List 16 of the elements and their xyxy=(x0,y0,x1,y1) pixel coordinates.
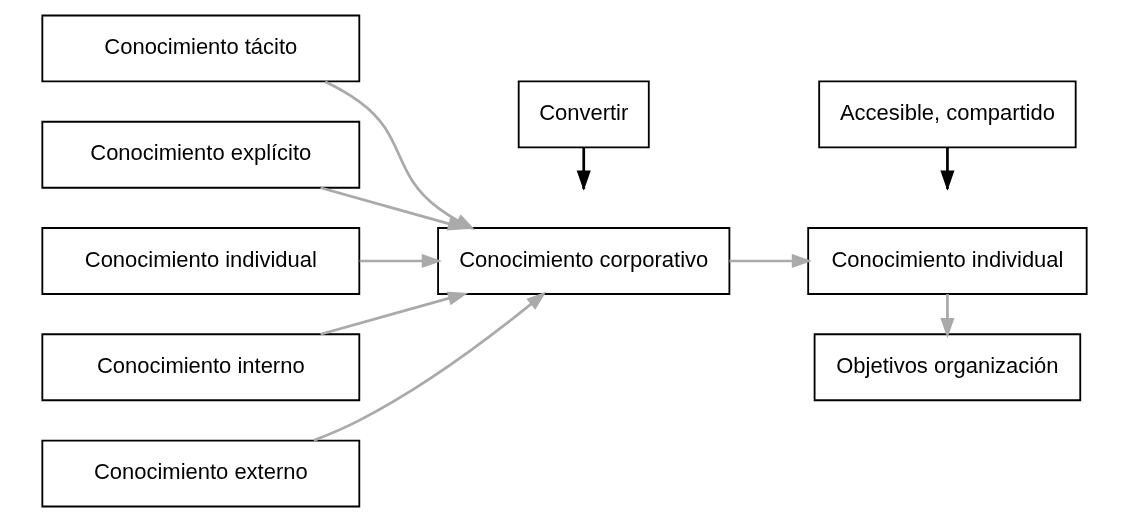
arrow xyxy=(319,291,468,336)
node-box: Conocimiento individual xyxy=(806,227,1088,295)
arrow xyxy=(312,291,546,442)
node-box: Objetivos organización xyxy=(813,333,1081,402)
node-box: Convertir xyxy=(517,80,650,149)
arrow xyxy=(728,253,812,269)
node-box: Conocimiento corporativo xyxy=(436,227,730,295)
node-box: Conocimiento explícito xyxy=(40,120,360,189)
node-box: Conocimiento interno xyxy=(40,333,360,402)
node-box: Accesible, compartido xyxy=(817,80,1077,149)
arrow xyxy=(939,294,954,339)
node-box: Conocimiento individual xyxy=(40,227,360,295)
arrow xyxy=(319,186,468,231)
node-box: Conocimiento externo xyxy=(40,439,360,508)
arrow xyxy=(359,253,442,269)
node-box: Conocimiento tácito xyxy=(40,14,360,83)
